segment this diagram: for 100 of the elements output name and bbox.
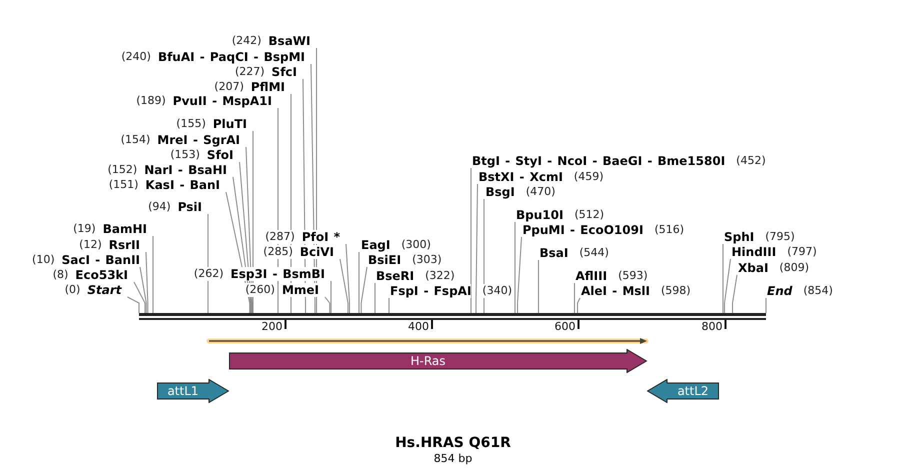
leader-line [514, 222, 516, 314]
cut-position: (260) [245, 283, 275, 297]
enzyme-name: HindIII [732, 245, 776, 259]
leader-line [476, 184, 478, 314]
enzyme-name: BsaWI [268, 34, 310, 48]
enzyme-name: MreI - SgrAI [157, 133, 240, 147]
cut-position: (262) [194, 267, 224, 281]
enzyme-name: PvuII - MspA1I [172, 94, 272, 108]
leader-line [722, 244, 724, 314]
cut-position: (797) [787, 245, 817, 259]
leader-line [360, 266, 368, 314]
dna-backbone [139, 313, 766, 320]
cut-position: (287) [265, 230, 295, 244]
cut-position: (154) [120, 133, 150, 147]
leader-line [374, 282, 376, 314]
enzyme-name: Eco53kI [75, 268, 128, 282]
scale-label: 400 [408, 321, 429, 333]
cut-position: (242) [232, 34, 262, 48]
enzyme-name: PsiI [178, 200, 202, 214]
cut-position: (544) [579, 246, 609, 260]
sequence-start-label: Start [87, 283, 122, 297]
cut-position: (593) [618, 269, 648, 283]
enzyme-name: SphI [724, 230, 754, 244]
leader-line [340, 258, 348, 314]
scale-label: 600 [554, 321, 576, 333]
enzyme-name: EagI [361, 238, 390, 252]
feature-label: attL2 [677, 382, 709, 398]
cut-position: (512) [574, 208, 604, 222]
enzyme-name: PpuMI - EcoO109I [522, 223, 644, 237]
cut-position: (795) [765, 230, 795, 244]
cut-position: (516) [654, 223, 684, 237]
enzyme-name: BsgI [486, 185, 515, 199]
enzyme-name: BciVI [300, 245, 334, 259]
enzyme-name: RsrII [108, 238, 140, 252]
diagram-title: Hs.HRAS Q61R [395, 435, 511, 452]
cut-position: (470) [526, 185, 556, 199]
feature-label: attL1 [167, 382, 199, 398]
leader-line [732, 274, 738, 314]
leader-line [470, 168, 472, 314]
cut-position: (94) [148, 200, 171, 214]
orf-indicator [206, 336, 649, 346]
cut-position: (10) [32, 253, 55, 267]
enzyme-name: XbaI [738, 261, 768, 275]
cut-position: (155) [176, 117, 206, 131]
cut-position: (12) [79, 238, 102, 252]
gene-feature [647, 378, 719, 402]
cut-position: (322) [425, 269, 455, 283]
enzyme-name: BseRI [376, 269, 414, 283]
enzyme-name: Bpu10I [516, 208, 564, 222]
cut-position: (189) [136, 94, 166, 108]
leader-line [577, 298, 580, 314]
cut-position: (207) [214, 80, 244, 94]
sequence-end-label: End [767, 284, 792, 298]
leader-line [134, 282, 146, 314]
cut-position: (452) [736, 154, 766, 168]
cut-position: (19) [73, 222, 96, 236]
cut-position: (8) [52, 268, 68, 282]
enzyme-name: AflIII [576, 269, 608, 283]
leader-line [330, 280, 332, 314]
leader-line [152, 236, 154, 314]
leader-line [517, 236, 522, 314]
enzyme-name: FspI - FspAI [390, 284, 472, 298]
enzyme-name: SfcI [272, 65, 297, 79]
cut-position: (152) [108, 163, 138, 177]
cut-position: (151) [108, 178, 138, 192]
enzyme-name: BsaI [540, 246, 568, 260]
leader-line [538, 260, 539, 314]
enzyme-name: BtgI - StyI - NcoI - BaeGI - Bme1580I [472, 154, 726, 168]
leader-line [388, 298, 390, 314]
gene-feature [157, 378, 229, 402]
cut-position: (153) [170, 148, 200, 162]
enzyme-name: SfoI [206, 148, 234, 162]
leader-line [146, 252, 148, 314]
enzyme-name: PluTI [212, 117, 247, 131]
cut-position: (459) [574, 170, 604, 184]
enzyme-name: MmeI [282, 283, 319, 297]
leader-line [140, 266, 147, 314]
enzyme-name: AleI - MslI [581, 284, 650, 298]
sequence-length-caption: 854 bp [434, 452, 472, 466]
leader-line [358, 252, 360, 314]
scale-label: 800 [702, 321, 722, 333]
enzyme-name: BsiEI [368, 253, 402, 267]
enzyme-name: SacI - BanII [62, 253, 140, 267]
cut-position: (285) [263, 245, 293, 259]
enzyme-name: KasI - BanI [145, 178, 220, 192]
enzyme-name: BamHI [102, 222, 147, 236]
scale-label: 200 [262, 321, 282, 333]
leader-line [724, 258, 731, 314]
leader-line [127, 296, 140, 314]
enzyme-name: NarI - BsaHI [144, 163, 227, 177]
feature-label: H-Ras [410, 353, 446, 369]
cut-position: (598) [661, 284, 691, 298]
cut-position: (340) [482, 284, 512, 298]
cut-position: (854) [803, 284, 833, 298]
cut-position: (303) [412, 253, 442, 267]
enzyme-name: Esp3I - BsmBI [230, 267, 325, 281]
enzyme-name: BstXI - XcmI [478, 170, 563, 184]
gene-feature [229, 349, 647, 373]
leader-line [346, 244, 350, 314]
leader-line [574, 282, 575, 314]
